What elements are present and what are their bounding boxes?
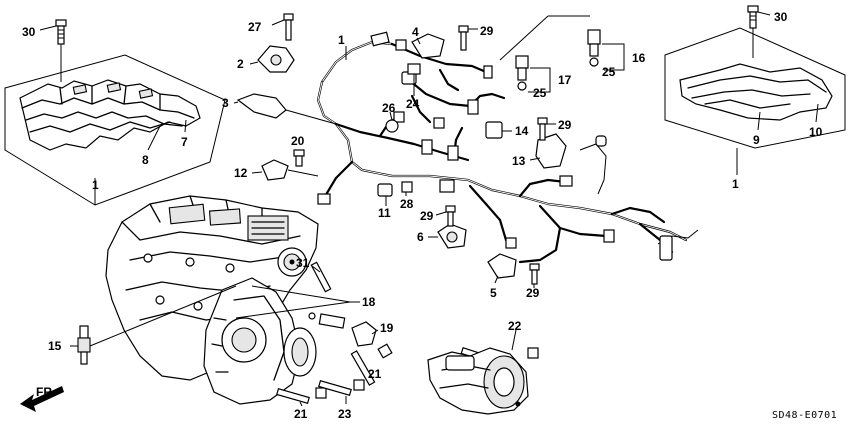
- callout-25-left: 25: [533, 86, 547, 100]
- callout-28: 28: [400, 197, 414, 211]
- sensor-16: [587, 29, 625, 71]
- callout-labels: 1 1 1 2 3 4 5 6 7 8 9 10 11 12 13 14 15 …: [22, 10, 837, 421]
- callout-14: 14: [515, 124, 529, 138]
- engine-block: [105, 195, 319, 405]
- callout-29-lower: 29: [420, 209, 434, 223]
- callout-18: 18: [362, 295, 376, 309]
- callout-23: 23: [338, 407, 352, 421]
- part-18: [235, 285, 360, 329]
- callout-16: 16: [632, 51, 646, 65]
- bolt-21-upper: [350, 343, 393, 386]
- bolt-29-lower: [435, 205, 456, 227]
- clip-28: [401, 181, 413, 196]
- callout-25-right: 25: [602, 65, 616, 79]
- front-label: FR.: [36, 385, 55, 399]
- holder-3: [233, 93, 337, 125]
- callout-11: 11: [378, 206, 391, 220]
- callout-19: 19: [380, 321, 394, 335]
- bolt-27: [271, 13, 294, 41]
- callout-20: 20: [291, 134, 305, 148]
- callout-24: 24: [406, 97, 420, 111]
- callout-1-harness: 1: [338, 33, 345, 47]
- callout-21-upper: 21: [368, 367, 382, 381]
- left-cover-outline: [4, 54, 226, 206]
- bolt-30-right: [747, 5, 771, 58]
- bolt-31: [310, 261, 332, 293]
- callout-30-left: 30: [22, 25, 36, 39]
- sensor-17: [515, 55, 551, 93]
- callout-29-top: 29: [480, 24, 494, 38]
- clamp-11: [377, 183, 393, 206]
- clamp-12: [251, 159, 319, 181]
- callout-21-lower: 21: [294, 407, 308, 421]
- callout-17: 17: [558, 73, 572, 87]
- bolt-30-left: [39, 19, 67, 82]
- callout-26: 26: [382, 101, 396, 115]
- clamp-6: [428, 223, 467, 249]
- bolt-29-top: [458, 25, 478, 51]
- right-cover-assembly: [664, 27, 846, 149]
- callout-29-bottom: 29: [526, 286, 540, 300]
- sensor-24: [407, 63, 421, 96]
- callout-15: 15: [48, 339, 62, 353]
- callout-7: 7: [181, 135, 188, 149]
- callout-5: 5: [490, 286, 497, 300]
- callout-6: 6: [417, 230, 424, 244]
- bracket-13: [529, 133, 567, 169]
- clamp-5: [487, 253, 517, 284]
- callout-12: 12: [234, 166, 248, 180]
- diagram-code: SD48-E0701: [772, 410, 837, 421]
- bolt-21-lower: [276, 387, 327, 407]
- callout-4: 4: [412, 25, 419, 39]
- callout-27: 27: [248, 20, 262, 34]
- right-cover-outline: [664, 27, 846, 149]
- callout-29-mid: 29: [558, 118, 572, 132]
- starter-motor: [427, 347, 529, 415]
- bolt-29-bottom: [529, 263, 540, 288]
- left-cover-assembly: [4, 54, 226, 206]
- callout-1-right: 1: [732, 177, 739, 191]
- left-cover-part: [19, 79, 201, 151]
- sensor-26: [385, 111, 399, 133]
- bolt-20: [293, 149, 305, 167]
- callout-8: 8: [142, 153, 149, 167]
- bolt-29-mid: [537, 117, 556, 141]
- part-19: [351, 321, 379, 347]
- callout-2: 2: [237, 57, 244, 71]
- callout-31: 31: [296, 256, 310, 270]
- callout-13: 13: [512, 154, 526, 168]
- callout-10: 10: [809, 125, 823, 139]
- bracket-4: [411, 33, 445, 59]
- callout-22: 22: [508, 319, 522, 333]
- front-direction-arrow: [20, 386, 64, 412]
- callout-9: 9: [753, 133, 760, 147]
- spark-plug-15: [70, 285, 237, 365]
- right-cover-part: [679, 63, 833, 121]
- callout-3: 3: [222, 96, 229, 110]
- sensor-14: [485, 121, 512, 139]
- callout-1-left: 1: [92, 178, 99, 192]
- bolt-23: [318, 379, 365, 404]
- engine-wire-harness: [316, 31, 699, 264]
- callout-30-right: 30: [774, 10, 788, 24]
- bracket-2: [249, 45, 295, 73]
